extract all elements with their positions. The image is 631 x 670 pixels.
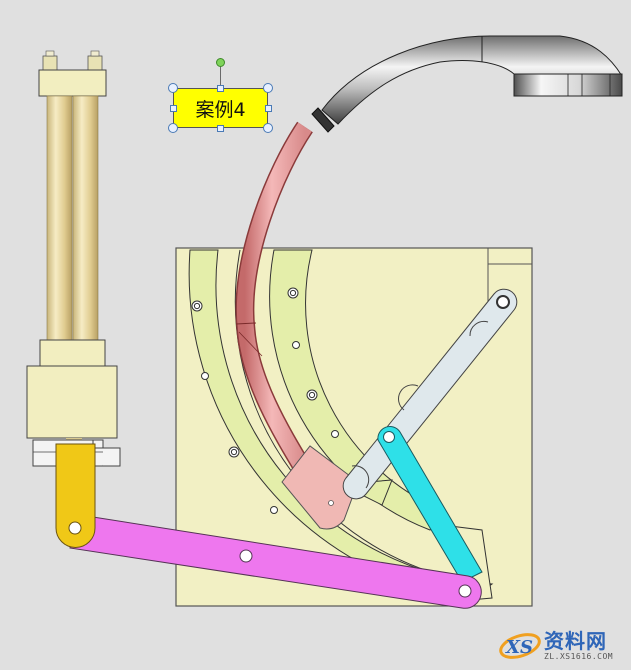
cylinder-actuator xyxy=(26,50,121,467)
resize-handle-bottom-right[interactable] xyxy=(263,123,273,133)
drive-link xyxy=(377,426,483,583)
connecting-link xyxy=(69,513,482,609)
watermark-title: 资料网 xyxy=(544,628,607,653)
resize-handle-left[interactable] xyxy=(170,105,177,112)
rotation-handle-line xyxy=(220,66,221,86)
xs-logo-icon: XS xyxy=(498,628,542,662)
resize-handle-bottom-left[interactable] xyxy=(168,123,178,133)
resize-handle-top-right[interactable] xyxy=(263,83,273,93)
clevis-link xyxy=(55,443,96,548)
resize-handle-top[interactable] xyxy=(217,85,224,92)
case-label[interactable]: 案例4 xyxy=(173,88,268,128)
svg-text:XS: XS xyxy=(505,637,533,658)
case-label-text: 案例4 xyxy=(195,98,246,121)
resize-handle-right[interactable] xyxy=(265,105,272,112)
resize-handle-bottom[interactable] xyxy=(217,125,224,132)
watermark: XS 资料网 ZL.XS1616.COM xyxy=(498,624,626,666)
rotation-handle[interactable] xyxy=(216,58,225,67)
resize-handle-top-left[interactable] xyxy=(168,83,178,93)
watermark-url: ZL.XS1616.COM xyxy=(544,651,614,661)
rail-holes xyxy=(191,287,339,514)
hose xyxy=(235,121,313,475)
shower-head xyxy=(311,35,623,133)
